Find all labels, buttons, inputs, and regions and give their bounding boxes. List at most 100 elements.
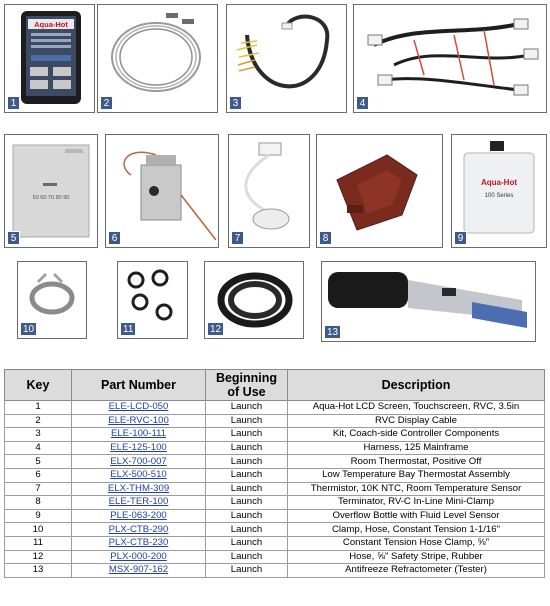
terminator-image (336, 154, 418, 231)
lcd-brand-text: Aqua-Hot (34, 20, 68, 29)
part-number-link[interactable]: PLE-063-200 (71, 508, 206, 524)
photo-badge-4: 4 (356, 96, 369, 110)
cell-key: 5 (4, 454, 72, 469)
bottle-brand-text: Aqua-Hot (481, 178, 517, 187)
cell-description: Thermistor, 10K NTC, Room Temperature Se… (287, 481, 545, 497)
photo-badge-8: 8 (319, 231, 332, 245)
photo-bay-thermostat: 6 (105, 134, 219, 248)
part-number-link[interactable]: ELE-TER-100 (71, 495, 206, 510)
cell-beginning: Launch (205, 454, 288, 469)
cell-beginning: Launch (205, 549, 288, 565)
cell-key: 3 (4, 427, 72, 442)
cell-beginning: Launch (205, 495, 288, 510)
cell-beginning: Launch (205, 467, 288, 483)
cell-description: Room Thermostat, Positive Off (287, 454, 545, 469)
part-number-link[interactable]: MSX-907-162 (71, 563, 206, 578)
cell-key: 12 (4, 549, 72, 565)
clamp-small-image (127, 269, 173, 321)
part-number-link[interactable]: ELX-THM-309 (71, 481, 206, 497)
cell-description: Low Temperature Bay Thermostat Assembly (287, 467, 545, 483)
part-number-link[interactable]: ELE-125-100 (71, 440, 206, 456)
photo-clamp-small: 11 (117, 261, 188, 339)
header-beginning-line2: of Use (227, 385, 266, 399)
harness-image (367, 18, 539, 96)
overflow-bottle-image: Aqua-Hot 100 Series (463, 141, 535, 234)
part-number-link[interactable]: ELX-500-510 (71, 467, 206, 483)
cell-description: Constant Tension Hose Clamp, ⅝" (287, 535, 545, 551)
photo-harness: 4 (353, 4, 547, 113)
cell-beginning: Launch (205, 535, 288, 551)
part-number-link[interactable]: ELX-700-007 (71, 454, 206, 469)
photo-badge-5: 5 (7, 231, 20, 245)
photo-badge-1: 1 (7, 96, 20, 110)
photo-badge-11: 11 (120, 322, 137, 336)
part-number-link[interactable]: ELE-RVC-100 (71, 413, 206, 429)
cell-key: 9 (4, 508, 72, 524)
thermistor-image (244, 142, 290, 230)
cell-key: 13 (4, 563, 72, 578)
clamp-large-image (29, 272, 75, 315)
cell-beginning: Launch (205, 563, 288, 578)
photo-terminator: 8 (316, 134, 443, 248)
cell-description: Kit, Coach-side Controller Components (287, 427, 545, 442)
refractometer-image (328, 272, 527, 328)
header-beginning-line1: Beginning (215, 371, 278, 385)
cell-description: Antifreeze Refractometer (Tester) (287, 563, 545, 578)
cell-key: 11 (4, 535, 72, 551)
cell-beginning: Launch (205, 427, 288, 442)
photo-clamp-large: 10 (17, 261, 87, 339)
cell-key: 8 (4, 495, 72, 510)
photo-badge-13: 13 (324, 325, 342, 339)
cell-key: 6 (4, 467, 72, 483)
lcd-screen-image: Aqua-Hot (21, 11, 81, 104)
cell-description: RVC Display Cable (287, 413, 545, 429)
part-number-link[interactable]: PLX-CTB-290 (71, 522, 206, 537)
photo-overflow-bottle: Aqua-Hot 100 Series 9 (451, 134, 547, 248)
photo-badge-2: 2 (100, 96, 113, 110)
thermostat-scale-text: 50 60 70 80 90 (33, 195, 70, 201)
photo-badge-3: 3 (229, 96, 242, 110)
cell-key: 10 (4, 522, 72, 537)
photo-badge-6: 6 (108, 231, 121, 245)
part-number-link[interactable]: PLX-CTB-230 (71, 535, 206, 551)
photo-badge-7: 7 (231, 231, 244, 245)
photo-lcd-screen: Aqua-Hot 1 (4, 4, 95, 113)
cell-description: Terminator, RV-C In-Line Mini-Clamp (287, 495, 545, 510)
display-cable-image (111, 13, 201, 92)
photo-room-thermostat: 50 60 70 80 90 5 (4, 134, 98, 248)
hose-image (217, 272, 293, 328)
cell-description: Aqua-Hot LCD Screen, Touchscreen, RVC, 3… (287, 400, 545, 415)
part-number-link[interactable]: ELE-100-111 (71, 427, 206, 442)
header-part-number: Part Number (71, 369, 206, 401)
photo-badge-10: 10 (20, 322, 38, 336)
cell-description: Clamp, Hose, Constant Tension 1-1/16" (287, 522, 545, 537)
cell-beginning: Launch (205, 400, 288, 415)
part-number-link[interactable]: PLX-000-200 (71, 549, 206, 565)
controller-kit-image (236, 14, 330, 89)
cell-description: Hose, ⅝" Safety Stripe, Rubber (287, 549, 545, 565)
cell-beginning: Launch (205, 440, 288, 456)
room-thermostat-image: 50 60 70 80 90 (12, 144, 90, 238)
photo-badge-12: 12 (207, 322, 225, 336)
cell-description: Harness, 125 Mainframe (287, 440, 545, 456)
photo-display-cable: 2 (97, 4, 218, 113)
part-number-link[interactable]: ELE-LCD-050 (71, 400, 206, 415)
header-description: Description (287, 369, 545, 401)
cell-beginning: Launch (205, 508, 288, 524)
photo-refractometer: 13 (321, 261, 536, 342)
header-key: Key (4, 369, 72, 401)
